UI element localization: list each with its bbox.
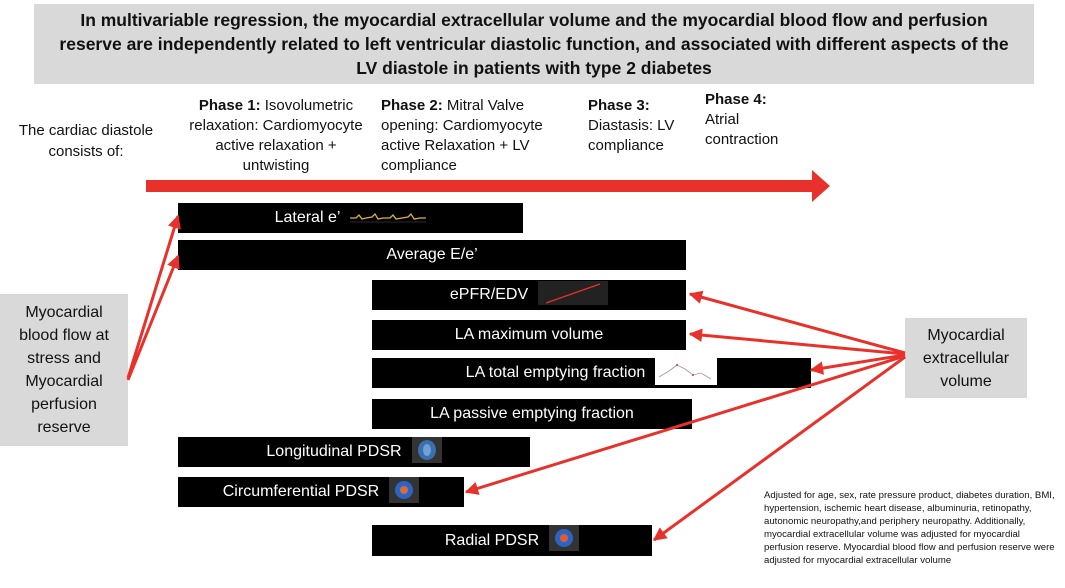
arrow-right-to-radial-pdsr bbox=[652, 355, 906, 542]
phase-4-label: Phase 4: bbox=[705, 91, 767, 108]
arrow-right-to-la-total-emptying bbox=[809, 353, 906, 375]
phase-3-text: Diastasis: LV compliance bbox=[588, 117, 675, 154]
label-lateral-e: Lateral e’ bbox=[274, 209, 341, 226]
bar-lateral-e: Lateral e’ bbox=[178, 203, 523, 233]
la-volume-curve-thumbnail bbox=[655, 356, 718, 390]
phase-3: Phase 3: Diastasis: LV compliance bbox=[588, 96, 678, 156]
left-factor-text: Myocardial blood flow at stress and Myoc… bbox=[19, 304, 109, 436]
radial-strain-image-thumbnail bbox=[549, 525, 580, 556]
bar-la-passive-emptying: LA passive emptying fraction bbox=[372, 399, 692, 429]
label-longitudinal-pdsr: Longitudinal PDSR bbox=[266, 443, 402, 460]
phase-2-text: Mitral Valve opening: Cardiomyocyte acti… bbox=[381, 97, 543, 174]
intro-text: The cardiac diastole consists of: bbox=[18, 122, 154, 160]
longitudinal-strain-image-thumbnail bbox=[411, 436, 442, 468]
phase-1: Phase 1: Isovolumetric relaxation: Cardi… bbox=[186, 96, 366, 176]
footnote: Adjusted for age, sex, rate pressure pro… bbox=[764, 490, 1055, 566]
left-factor-box: Myocardial blood flow at stress and Myoc… bbox=[0, 294, 128, 446]
bar-epfr-edv: ePFR/EDV bbox=[372, 280, 686, 310]
bar-circumferential-pdsr: Circumferential PDSR bbox=[178, 476, 464, 508]
bar-la-total-emptying: LA total emptying fraction bbox=[372, 356, 811, 390]
bar-radial-pdsr: Radial PDSR bbox=[372, 525, 652, 556]
phase-2: Phase 2: Mitral Valve opening: Cardiomyo… bbox=[381, 96, 561, 176]
bar-la-max-volume: LA maximum volume bbox=[372, 320, 686, 350]
arrow-left-to-lateral-e bbox=[126, 214, 181, 379]
arrow-right-to-la-max-volume bbox=[688, 328, 906, 356]
arrow-right-to-circumferential-pdsr bbox=[464, 354, 906, 495]
phase-4-text: Atrial contraction bbox=[705, 111, 779, 148]
label-la-passive-emptying: LA passive emptying fraction bbox=[430, 405, 634, 422]
phase-1-label: Phase 1: bbox=[198, 97, 261, 114]
phase-1-text: Isovolumetric relaxation: Cardiomyocyte … bbox=[189, 97, 363, 174]
phase-2-label: Phase 2: bbox=[381, 97, 443, 114]
right-factor-box: Myocardial extracellular volume bbox=[905, 318, 1027, 398]
label-epfr-edv: ePFR/EDV bbox=[449, 286, 529, 303]
label-la-max-volume: LA maximum volume bbox=[454, 326, 604, 343]
title-box: In multivariable regression, the myocard… bbox=[34, 4, 1034, 84]
arrow-right-to-epfr-edv bbox=[688, 290, 906, 355]
right-factor-text: Myocardial extracellular volume bbox=[922, 326, 1010, 390]
circumferential-strain-image-thumbnail bbox=[389, 476, 420, 508]
label-la-total-emptying: LA total emptying fraction bbox=[465, 364, 646, 381]
phase-4: Phase 4: Atrial contraction bbox=[705, 90, 800, 150]
bar-average-ee: Average E/e’ bbox=[178, 240, 686, 270]
label-average-ee: Average E/e’ bbox=[386, 246, 478, 263]
title-text: In multivariable regression, the myocard… bbox=[59, 10, 1009, 78]
bar-longitudinal-pdsr: Longitudinal PDSR bbox=[178, 436, 530, 468]
volume-curve-thumbnail bbox=[538, 280, 609, 310]
timeline-arrow bbox=[146, 170, 830, 202]
phase-3-label: Phase 3: bbox=[588, 97, 650, 114]
label-circumferential-pdsr: Circumferential PDSR bbox=[222, 483, 380, 500]
doppler-waveform-thumbnail bbox=[350, 206, 427, 231]
arrow-left-to-average-ee bbox=[126, 254, 180, 381]
label-radial-pdsr: Radial PDSR bbox=[444, 531, 540, 549]
